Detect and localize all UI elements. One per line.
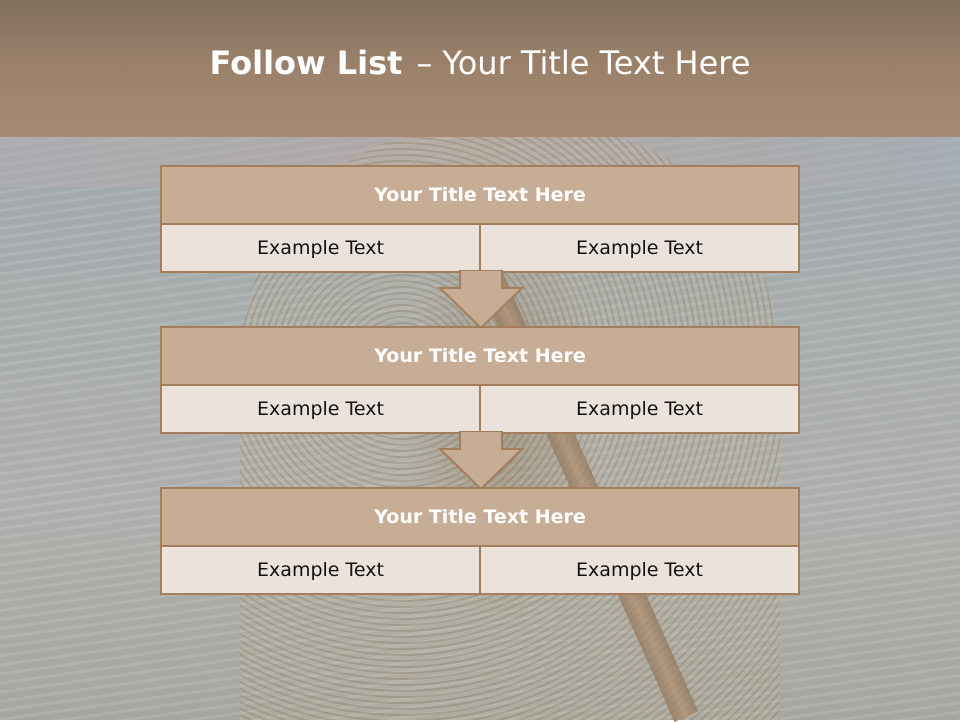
step-row-2: Example Text Example Text [162,386,798,432]
slide-title: Follow List–Your Title Text Here [210,44,751,82]
step-row-1: Example Text Example Text [162,225,798,271]
down-arrow-icon [438,270,524,330]
step-1-left-text: Example Text [257,237,384,259]
step-2-right-text: Example Text [479,386,798,432]
step-3-left-text: Example Text [257,559,384,581]
step-2-left-text: Example Text [257,398,384,420]
step-block-1: Your Title Text Here Example Text Exampl… [160,165,800,273]
slide-title-bold: Follow List [209,43,403,82]
step-title-3: Your Title Text Here [162,489,798,547]
step-3-right-text: Example Text [479,547,798,593]
step-title-2: Your Title Text Here [162,328,798,386]
step-block-3: Your Title Text Here Example Text Exampl… [160,487,800,595]
step-1-right-text: Example Text [479,225,798,271]
step-block-2: Your Title Text Here Example Text Exampl… [160,326,800,434]
step-row-3: Example Text Example Text [162,547,798,593]
header-bar: Follow List–Your Title Text Here [0,0,960,137]
down-arrow-icon [438,431,524,491]
slide-title-separator: – [416,43,433,82]
slide-title-text: Your Title Text Here [442,43,751,82]
step-title-1: Your Title Text Here [162,167,798,225]
